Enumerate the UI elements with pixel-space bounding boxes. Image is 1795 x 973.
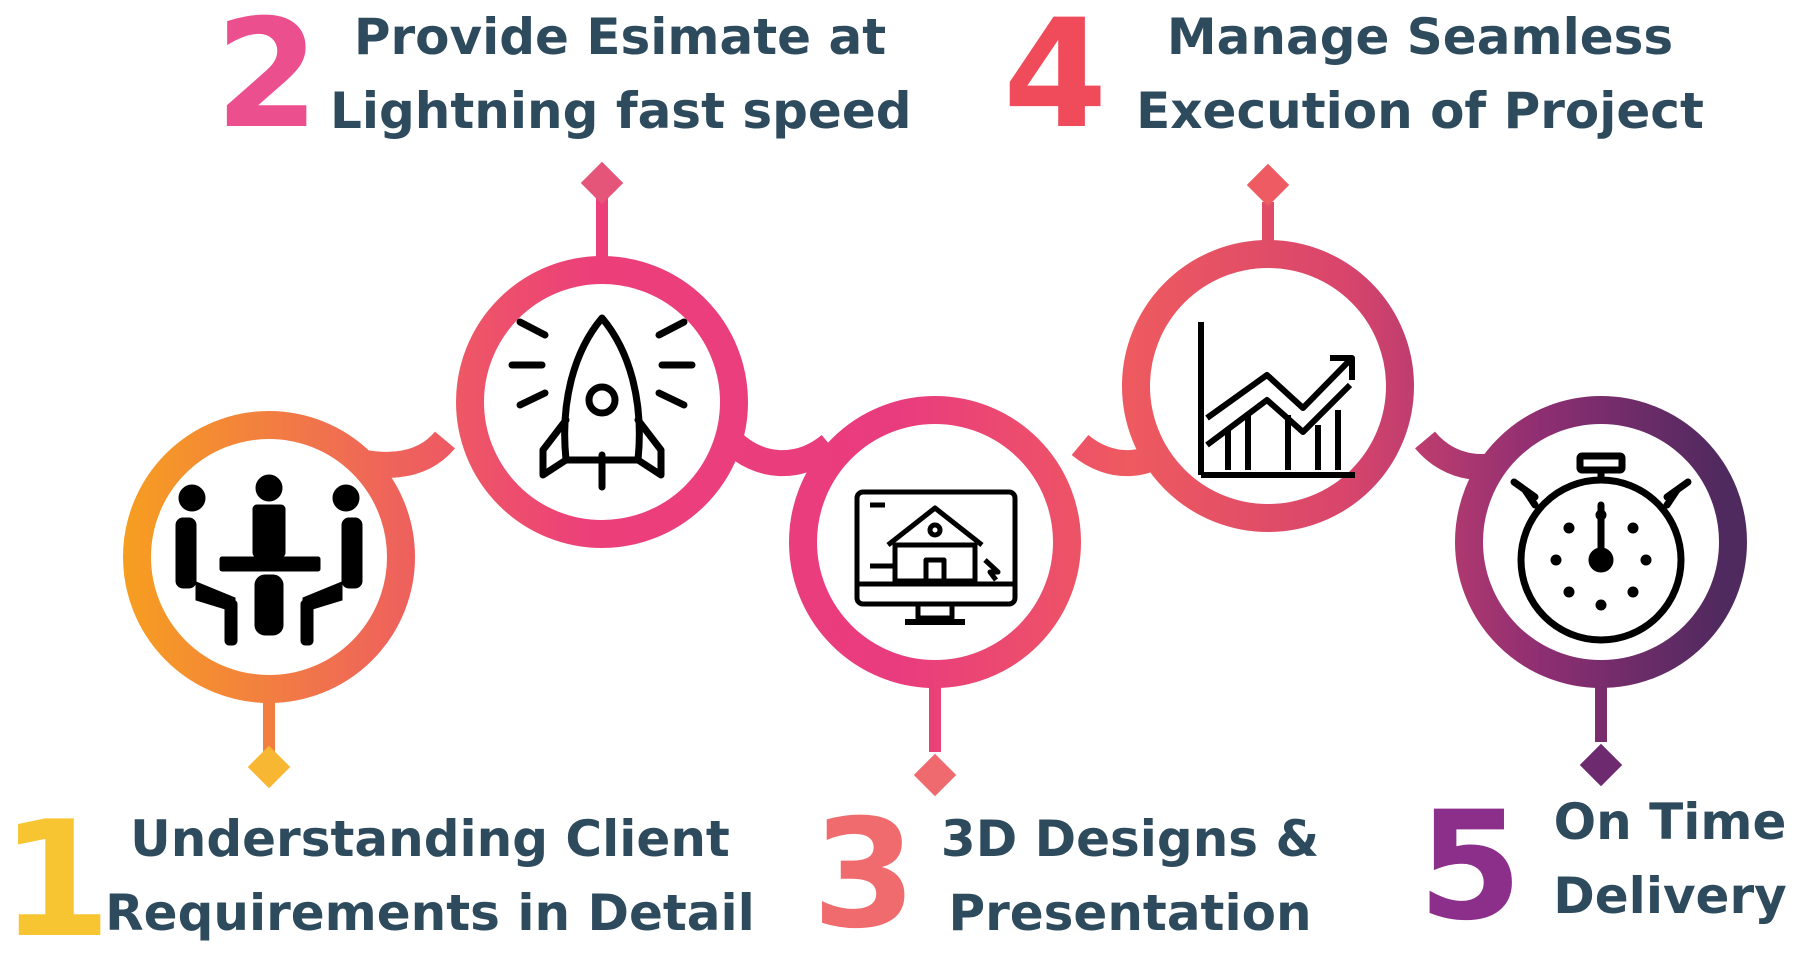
house-design-monitor-icon — [854, 489, 1018, 625]
step-1-marker — [247, 745, 291, 789]
step-4-line-1: Manage Seamless — [1166, 8, 1674, 66]
step-5-line-1: On Time — [1553, 793, 1787, 851]
step-4-number: 4 — [1003, 0, 1108, 162]
step-4-line-2: Execution of Project — [1136, 82, 1704, 140]
step-5-node — [1455, 396, 1747, 787]
step-1-line-2: Requirements in Detail — [105, 884, 755, 942]
step-2-line-1: Provide Esimate at — [353, 8, 887, 66]
step-5-marker — [1579, 743, 1623, 787]
step-4-marker — [1246, 163, 1290, 207]
step-2-marker — [580, 161, 624, 205]
step-1-number: 1 — [0, 786, 112, 973]
step-3-node — [789, 396, 1081, 797]
meeting-icon — [175, 474, 363, 646]
step-3-label: 3D Designs & Presentation — [940, 802, 1320, 950]
step-1-node — [123, 411, 415, 789]
step-3-number: 3 — [812, 788, 917, 962]
step-5-label: On Time Delivery — [1545, 785, 1795, 933]
step-3-line-2: Presentation — [948, 884, 1312, 942]
step-1-label: Understanding Client Requirements in Det… — [95, 802, 765, 950]
stopwatch-icon — [1510, 452, 1692, 644]
growth-chart-icon — [1198, 322, 1355, 478]
step-3-marker — [913, 753, 957, 797]
step-4-node — [1122, 163, 1414, 532]
step-5-number: 5 — [1418, 780, 1523, 954]
step-2-line-2: Lightning fast speed — [330, 82, 912, 140]
step-2-number: 2 — [215, 0, 320, 162]
step-2-node — [456, 161, 748, 548]
step-2-label: Provide Esimate at Lightning fast speed — [330, 0, 912, 148]
step-1-line-1: Understanding Client — [130, 810, 730, 868]
step-5-line-2: Delivery — [1553, 867, 1787, 925]
rocket-icon — [508, 314, 696, 491]
step-4-label: Manage Seamless Execution of Project — [1125, 0, 1715, 148]
step-3-line-1: 3D Designs & — [940, 810, 1320, 868]
